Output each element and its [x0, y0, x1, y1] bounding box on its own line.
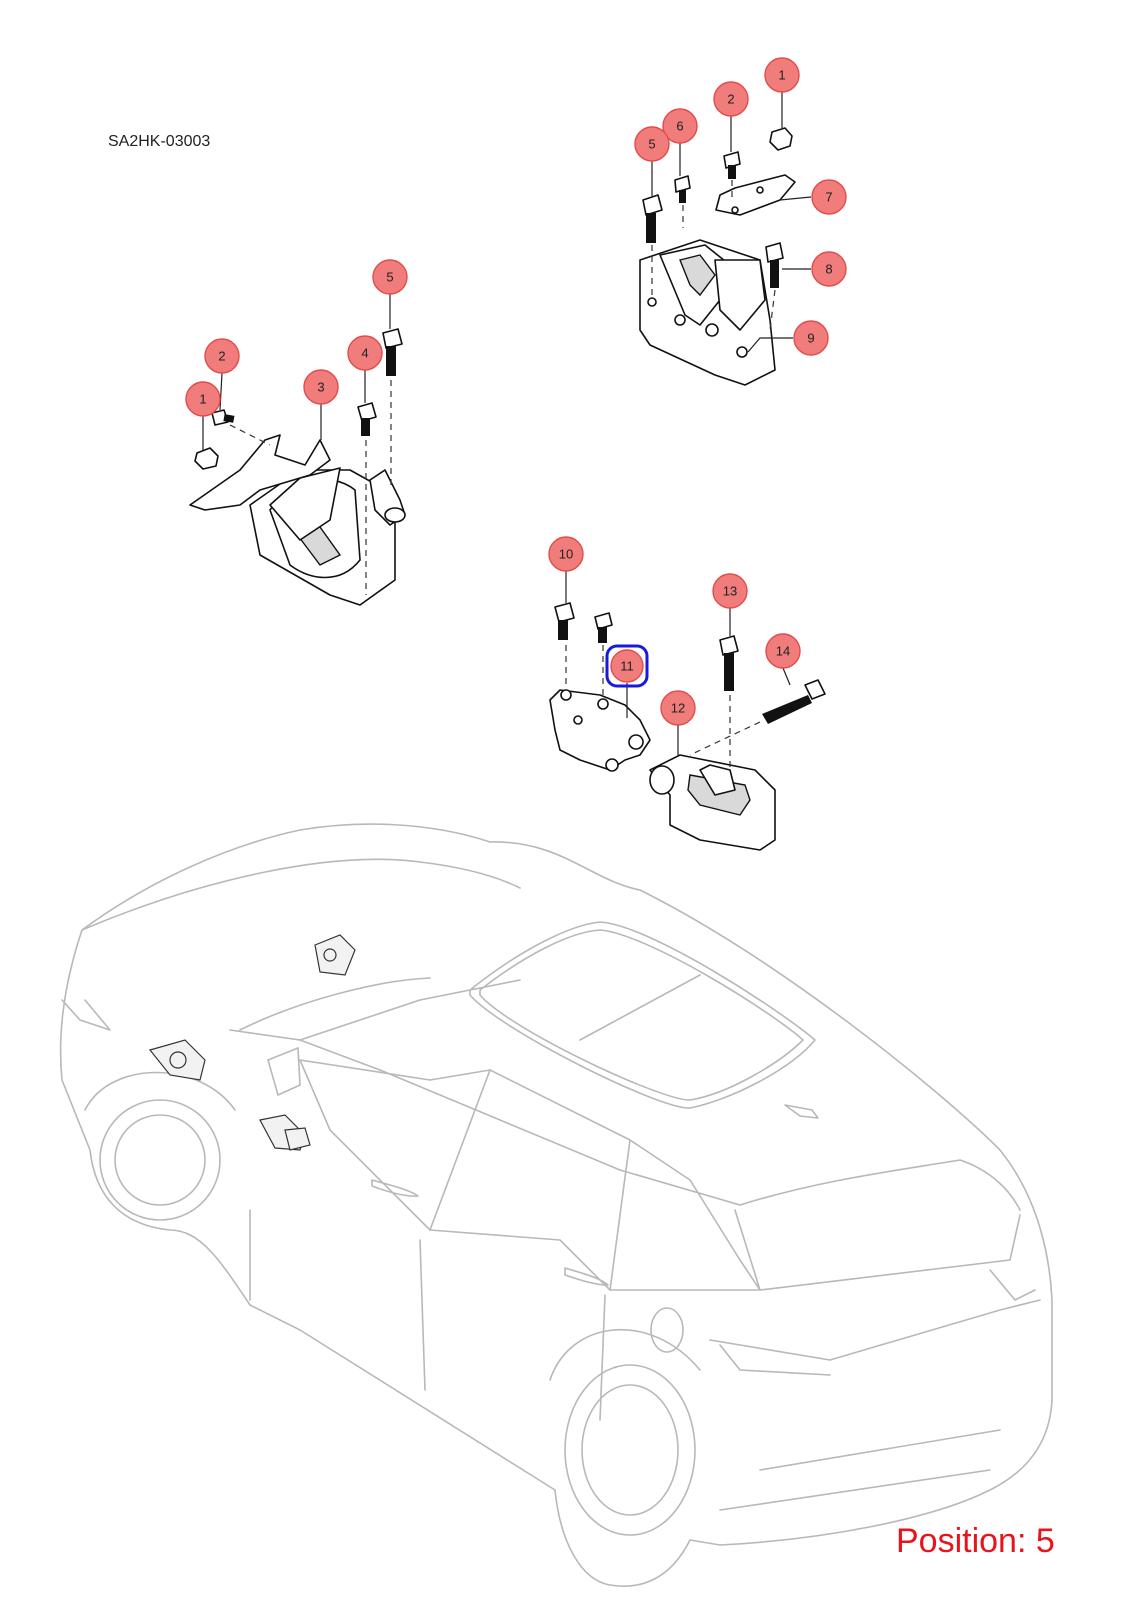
vehicle-outline — [59, 823, 1053, 1587]
callouts-left: 5 2 4 1 3 — [185, 259, 408, 417]
callout-4-left[interactable]: 4 — [347, 335, 383, 371]
callout-14-lower[interactable]: 14 — [765, 633, 801, 669]
callout-10-lower[interactable]: 10 — [548, 536, 584, 572]
callout-label: 5 — [386, 270, 393, 285]
callout-11-lower-selected[interactable]: 11 — [605, 644, 649, 688]
callout-12-lower[interactable]: 12 — [660, 690, 696, 726]
diagram-code: SA2HK-03003 — [108, 133, 211, 150]
assembly-top-right — [639, 127, 796, 386]
callout-label: 5 — [648, 137, 655, 152]
selection-highlight — [605, 644, 649, 688]
callout-label: 4 — [361, 346, 368, 361]
callout-1-top[interactable]: 1 — [764, 57, 800, 93]
callout-label: 13 — [723, 584, 737, 599]
callout-label: 6 — [676, 119, 683, 134]
assembly-left — [189, 328, 406, 606]
callout-label: 10 — [559, 547, 573, 562]
callout-label: 2 — [727, 92, 734, 107]
mini-mount-rear — [259, 1114, 311, 1151]
assembly-lower — [549, 602, 826, 851]
callout-label: 14 — [776, 644, 790, 659]
callouts-top-right: 1 2 6 5 7 8 9 — [634, 57, 847, 356]
callout-label: 9 — [807, 331, 814, 346]
callout-7-top[interactable]: 7 — [811, 179, 847, 215]
callout-5-left[interactable]: 5 — [372, 259, 408, 295]
callout-8-top[interactable]: 8 — [811, 251, 847, 287]
callout-13-lower[interactable]: 13 — [712, 573, 748, 609]
callout-9-top[interactable]: 9 — [793, 320, 829, 356]
callout-label: 1 — [778, 68, 785, 83]
callout-1-left[interactable]: 1 — [185, 381, 221, 417]
callout-label: 7 — [825, 190, 832, 205]
leader-lines — [202, 92, 812, 755]
callout-2-top[interactable]: 2 — [713, 81, 749, 117]
callout-label: 11 — [620, 659, 634, 674]
callout-label: 8 — [825, 262, 832, 277]
callout-6-top[interactable]: 6 — [662, 108, 698, 144]
nut-icon — [769, 127, 793, 151]
callout-label: 1 — [199, 392, 206, 407]
callout-label: 2 — [218, 349, 225, 364]
callout-2-left[interactable]: 2 — [204, 338, 240, 374]
callouts-lower: 10 11 13 14 12 — [548, 536, 801, 726]
callout-5-top[interactable]: 5 — [634, 126, 670, 162]
callout-label: 3 — [317, 380, 324, 395]
callout-label: 12 — [671, 701, 685, 716]
mini-mount-front — [314, 934, 356, 976]
position-readout: Position: 5 — [896, 1522, 1055, 1560]
mini-mount-left — [148, 1039, 206, 1081]
callout-3-left[interactable]: 3 — [303, 369, 339, 405]
